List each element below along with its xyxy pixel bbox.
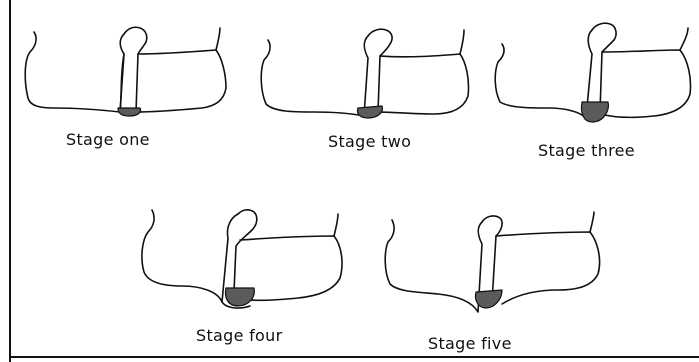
stage-two-caption: Stage two bbox=[328, 132, 411, 151]
stage-five-caption: Stage five bbox=[428, 334, 512, 353]
stage-five-drawing bbox=[378, 210, 610, 320]
stage-three-drawing bbox=[490, 22, 696, 132]
bottom-border-line bbox=[9, 356, 699, 358]
stage-two-drawing bbox=[258, 28, 478, 124]
stage-four-drawing bbox=[130, 206, 350, 316]
stage-three-caption: Stage three bbox=[538, 141, 635, 160]
stage-four-caption: Stage four bbox=[196, 326, 282, 345]
stage-one-drawing bbox=[20, 24, 230, 124]
stage-one-caption: Stage one bbox=[66, 130, 150, 149]
left-border-line bbox=[9, 0, 11, 362]
